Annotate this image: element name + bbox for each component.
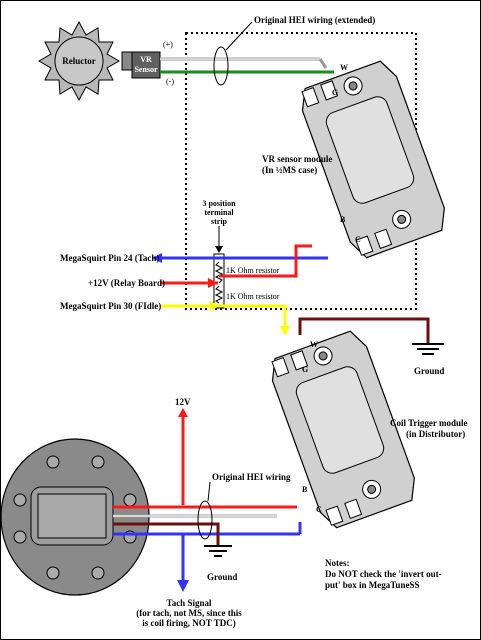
ms-pin30-label: MegaSquirt Pin 30 (FIdle) [60, 301, 161, 311]
reluctor: Reluctor [38, 20, 120, 102]
coil-pin-w: W [310, 340, 318, 349]
vr-pin-c: C [355, 235, 361, 244]
resistor1-label: 1K Ohm resistor [226, 266, 280, 275]
resistor2-label: 1K Ohm resistor [226, 292, 280, 301]
red-to-vr-module [219, 244, 312, 278]
orig-hei-label: Original HEI wiring [212, 472, 291, 482]
orig-hei-extended-label: Original HEI wiring (extended) [254, 15, 375, 25]
notes-label-2: Do NOT check the 'invert out- [325, 569, 442, 579]
brown-ground-wire-top [298, 317, 430, 344]
vr-module-enclosure [185, 32, 417, 310]
vr-module [301, 60, 445, 259]
tach-label-3: is coil firing, NOT TDC) [142, 618, 235, 628]
coil-pin-g: G [302, 365, 308, 374]
vr-module-label-1: VR sensor module [262, 154, 332, 164]
strip-label-2: terminal [204, 208, 234, 217]
strip-label-1: 3 position [202, 199, 236, 208]
coil-pin-b: B [302, 485, 308, 494]
resistor-2 [214, 285, 224, 304]
tach-label-1: Tach Signal [167, 598, 212, 608]
vr-pin-g: G [332, 88, 338, 97]
coil-module [271, 330, 415, 529]
loom-bottom [197, 500, 213, 540]
coil-pin-c: C [316, 505, 322, 514]
twelve-v-label: 12V [175, 397, 191, 407]
vr-sensor: VR Sensor [121, 51, 161, 79]
coil-module-label-1: Coil Trigger module [390, 418, 468, 428]
vr-module-label-2: (In ½MS case) [262, 165, 317, 175]
vr-pin-w: W [340, 63, 348, 72]
reluctor-label: Reluctor [62, 56, 96, 66]
ground-top-label: Ground [414, 366, 444, 376]
ground-bottom-label: Ground [207, 572, 237, 582]
ground-symbol-bottom [204, 545, 232, 557]
distributor [0, 438, 150, 596]
terminal-strip [213, 253, 225, 309]
plus-label: (+) [163, 40, 173, 49]
vr-sensor-label-2: Sensor [134, 65, 158, 74]
notes-label-3: put' box in MegaTuneSS [325, 580, 419, 590]
loom-top [213, 46, 229, 86]
coil-module-label-2: (in Distributor) [406, 429, 465, 439]
vr-sensor-label-1: VR [140, 55, 152, 64]
ms-pin24-label: MegaSquirt Pin 24 (Tach) [60, 253, 159, 263]
tach-label-2: (for tach, not MS, since this [136, 608, 242, 618]
strip-label-3: strip [211, 217, 228, 226]
notes-label-1: Notes: [325, 558, 350, 568]
yellow-fidle-wire-out [219, 304, 287, 326]
resistor-1 [214, 261, 224, 284]
plus12-relay-label: +12V (Relay Board) [88, 278, 165, 288]
ground-symbol-top [412, 343, 444, 355]
vr-pin-b: B [340, 215, 346, 224]
minus-label: (-) [166, 77, 174, 86]
